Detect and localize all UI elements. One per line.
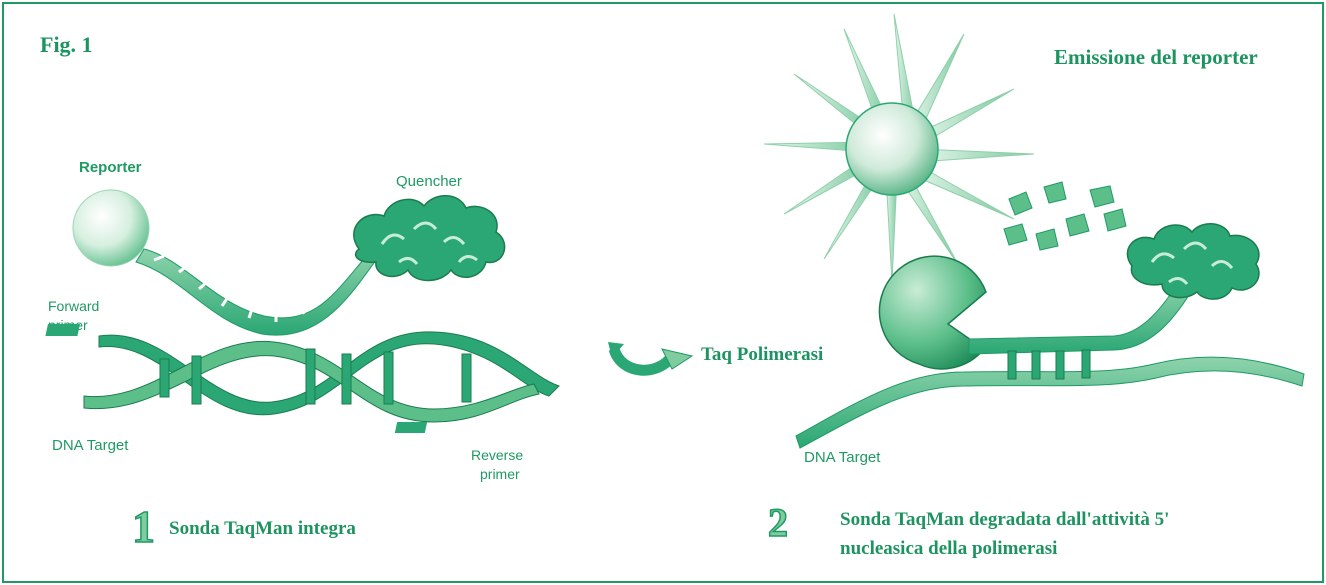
probe-fragment-icon <box>1004 182 1126 250</box>
reverse-primer-label-1: Reverse <box>471 447 523 463</box>
dna-target-helix <box>84 332 559 422</box>
panel-1-number: 1 <box>132 501 155 552</box>
reporter-label: Reporter <box>79 159 142 176</box>
panel-2: Emissione del reporter <box>764 14 1304 559</box>
quencher-label: Quencher <box>396 173 462 190</box>
quencher-cloud-icon <box>354 196 505 281</box>
panel-1-caption: Sonda TaqMan integra <box>169 518 356 539</box>
panel-1: Reporter Quencher Forward primer <box>45 159 559 552</box>
panel-2-number: 2 <box>768 500 788 545</box>
quencher-cloud-2-icon <box>1127 224 1259 299</box>
svg-text:2: 2 <box>768 500 788 545</box>
probe-ribbon <box>136 249 382 335</box>
reverse-primer-block <box>395 422 427 433</box>
figure-label: Fig. 1 <box>40 32 93 57</box>
forward-primer-label-1: Forward <box>48 298 99 314</box>
reverse-primer-label-2: primer <box>480 466 520 482</box>
emission-label: Emissione del reporter <box>1054 45 1258 69</box>
panel-2-caption-line-1: Sonda TaqMan degradata dall'attività 5' <box>840 509 1169 530</box>
forward-primer-block <box>45 324 80 336</box>
reporter-sphere-emitting-icon <box>846 103 938 195</box>
dna-target-strand-2 <box>796 357 1304 448</box>
cycle-arrow-icon <box>608 342 692 370</box>
reporter-sphere-icon <box>73 190 149 266</box>
dna-target-label-2: DNA Target <box>804 449 881 466</box>
svg-text:1: 1 <box>132 501 155 552</box>
panel-2-caption-line-2: nucleasica della polimerasi <box>840 538 1057 559</box>
polymerase-label: Taq Polimerasi <box>701 344 823 365</box>
dna-target-label-1: DNA Target <box>52 437 129 454</box>
